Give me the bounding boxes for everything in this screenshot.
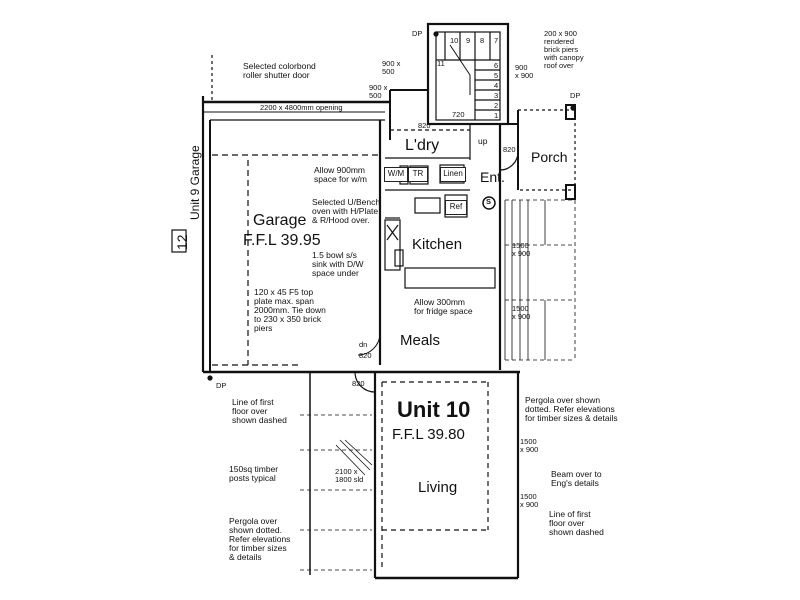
stair-step-1: 1 xyxy=(494,111,499,120)
window-900x900-top: 900 x 900 xyxy=(515,63,534,80)
s-symbol: S xyxy=(486,197,492,206)
stair-step-5: 5 xyxy=(494,71,499,80)
dp-bottom: DP xyxy=(216,381,227,390)
posts-note: 150sq timber posts typical xyxy=(229,464,279,483)
dim-820-ldry: 820 xyxy=(418,121,431,130)
garage-ffl: F.F.L 39.95 xyxy=(243,232,321,249)
pergola-left-note: Pergola over shown dotted. Refer elevati… xyxy=(229,516,291,562)
porch-label: Porch xyxy=(531,149,568,165)
living-label: Living xyxy=(418,479,458,496)
ref-box: Ref xyxy=(445,200,467,215)
stair-step-9: 9 xyxy=(466,36,471,45)
stair-step-8: 8 xyxy=(480,36,485,45)
top-plate-note: 120 x 45 F5 top plate max. span 2000mm. … xyxy=(254,287,326,333)
window-1500-d: 1500 x 900 xyxy=(520,492,539,509)
smoke-detector-symbol xyxy=(482,196,496,210)
dn-label: dn xyxy=(359,340,368,349)
tr-box: TR xyxy=(408,167,428,182)
unit9-number: 12 xyxy=(174,234,190,250)
entry-label: Ent. xyxy=(480,169,505,185)
wm-note: Allow 900mm space for w/m xyxy=(314,165,367,184)
roller-door-note: Selected colorbond roller shutter door xyxy=(243,61,316,80)
stair-step-10: 10 xyxy=(450,36,459,45)
garage-label: Garage xyxy=(253,212,307,229)
stair-step-6: 6 xyxy=(494,61,499,70)
sink-note: 1.5 bowl s/s sink with D/W space under xyxy=(312,250,364,278)
linen-box: Linen xyxy=(440,167,466,182)
window-900x500-b: 900 x 500 xyxy=(369,83,388,100)
oven-note: Selected U/Bench oven with H/Plate & R/H… xyxy=(312,197,381,225)
wm-box: W/M xyxy=(384,167,408,182)
brick-piers-note: 200 x 900 rendered brick piers with cano… xyxy=(544,29,584,70)
window-1500-b: 1500 x 900 xyxy=(512,304,531,321)
stair-step-3: 3 xyxy=(494,91,499,100)
unit-ffl: F.F.L 39.80 xyxy=(392,426,465,443)
first-floor-right-note: Line of first floor over shown dashed xyxy=(549,509,604,537)
unit9-garage-label: Unit 9 Garage xyxy=(188,145,202,220)
pergola-right-note: Pergola over shown dotted. Refer elevati… xyxy=(525,395,618,423)
dim-720: 720 xyxy=(452,110,465,119)
beam-note: Beam over to Eng's details xyxy=(551,469,602,488)
dim-820-porch: 820 xyxy=(503,145,516,154)
dim-820-meals: 820 xyxy=(359,351,372,360)
fridge-note: Allow 300mm for fridge space xyxy=(414,297,473,316)
kitchen-label: Kitchen xyxy=(412,236,463,253)
stair-step-4: 4 xyxy=(494,81,499,90)
window-1500-a: 1500 x 900 xyxy=(512,241,531,258)
stair-core xyxy=(426,22,510,126)
window-1500-c: 1500 x 900 xyxy=(520,437,539,454)
stair-step-2: 2 xyxy=(494,101,499,110)
dim-820-passage: 820 xyxy=(352,379,365,388)
laundry-label: L'dry xyxy=(405,137,440,154)
stair-step-11: 11 xyxy=(437,59,445,68)
slider-note: 2100 x 1800 sld xyxy=(335,467,364,484)
opening-note: 2200 x 4800mm opening xyxy=(260,103,343,112)
dp-top: DP xyxy=(412,29,423,38)
stair-inner xyxy=(435,31,501,121)
unit-title: Unit 10 xyxy=(397,397,471,422)
window-900x500-a: 900 x 500 xyxy=(382,59,401,76)
dp-right: DP xyxy=(570,91,581,100)
meals-label: Meals xyxy=(400,332,441,349)
up-label: up xyxy=(478,136,488,146)
stair-step-7: 7 xyxy=(494,36,499,45)
first-floor-left-note: Line of first floor over shown dashed xyxy=(232,397,287,425)
